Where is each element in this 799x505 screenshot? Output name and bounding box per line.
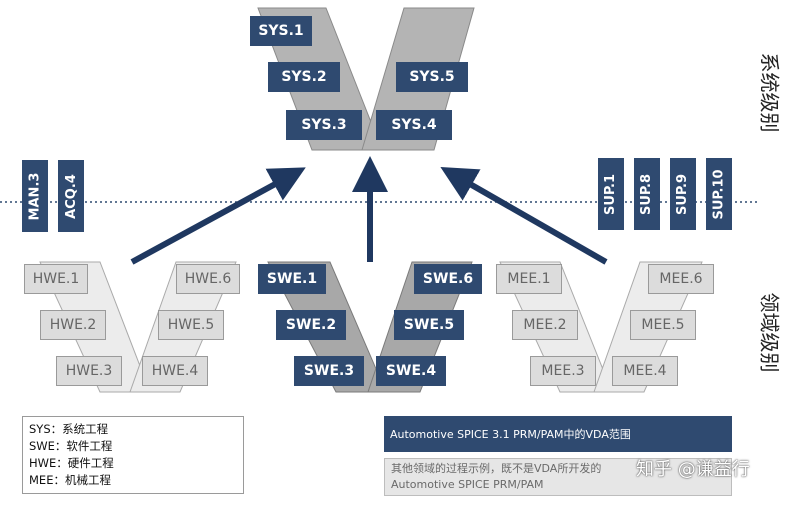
system-level-label: 系统级别	[757, 52, 782, 133]
process-hwe-4: HWE.4	[142, 356, 208, 386]
process-mee-1: MEE.1	[496, 264, 562, 294]
process-mee-2: MEE.2	[512, 310, 578, 340]
vda-scope-key: Automotive SPICE 3.1 PRM/PAM中的VDA范围	[384, 416, 732, 452]
other-domains-key: 其他领域的过程示例，既不是VDA所开发的 Automotive SPICE PR…	[384, 458, 732, 496]
process-man-3: MAN.3	[22, 160, 48, 232]
process-swe-3: SWE.3	[294, 356, 364, 386]
process-hwe-6: HWE.6	[176, 264, 240, 294]
process-hwe-2: HWE.2	[40, 310, 106, 340]
process-hwe-1: HWE.1	[24, 264, 88, 294]
process-swe-2: SWE.2	[276, 310, 346, 340]
domain-level-label: 领域级别	[757, 292, 782, 373]
process-sys-3: SYS.3	[286, 110, 362, 140]
process-swe-4: SWE.4	[376, 356, 446, 386]
process-sup-9-label: SUP.9	[675, 173, 691, 215]
process-mee-4: MEE.4	[612, 356, 678, 386]
other-domains-line-1: 其他领域的过程示例，既不是VDA所开发的	[391, 462, 602, 475]
process-swe-1: SWE.1	[258, 264, 326, 294]
process-swe-6: SWE.6	[414, 264, 482, 294]
watermark: 知乎 @谦益行	[636, 459, 750, 480]
process-mee-3: MEE.3	[530, 356, 596, 386]
process-sup-10-label: SUP.10	[711, 168, 727, 220]
process-sup-8-label: SUP.8	[639, 173, 655, 215]
process-acq-4-label: ACQ.4	[63, 173, 79, 219]
process-acq-4: ACQ.4	[58, 160, 84, 232]
process-sup-1: SUP.1	[598, 158, 624, 230]
legend: SYS：系统工程 SWE：软件工程 HWE：硬件工程 MEE：机械工程	[22, 416, 244, 494]
process-sys-5: SYS.5	[396, 62, 468, 92]
process-sup-10: SUP.10	[706, 158, 732, 230]
arrow-hardware-to-system	[130, 167, 306, 265]
process-sup-8: SUP.8	[634, 158, 660, 230]
process-sys-4: SYS.4	[376, 110, 452, 140]
legend-item-hwe: HWE：硬件工程	[29, 456, 114, 470]
process-mee-6: MEE.6	[648, 264, 714, 294]
process-sys-2: SYS.2	[268, 62, 340, 92]
process-sys-1: SYS.1	[250, 16, 312, 46]
legend-item-swe: SWE：软件工程	[29, 439, 113, 453]
process-hwe-3: HWE.3	[56, 356, 122, 386]
process-hwe-5: HWE.5	[158, 310, 224, 340]
legend-item-sys: SYS：系统工程	[29, 422, 109, 436]
process-mee-5: MEE.5	[630, 310, 696, 340]
arrow-mechanical-to-system	[440, 167, 608, 265]
process-sup-9: SUP.9	[670, 158, 696, 230]
process-sup-1-label: SUP.1	[603, 173, 619, 215]
legend-item-mee: MEE：机械工程	[29, 473, 111, 487]
other-domains-line-2: Automotive SPICE PRM/PAM	[391, 478, 544, 491]
process-man-3-label: MAN.3	[27, 172, 43, 220]
process-swe-5: SWE.5	[394, 310, 464, 340]
